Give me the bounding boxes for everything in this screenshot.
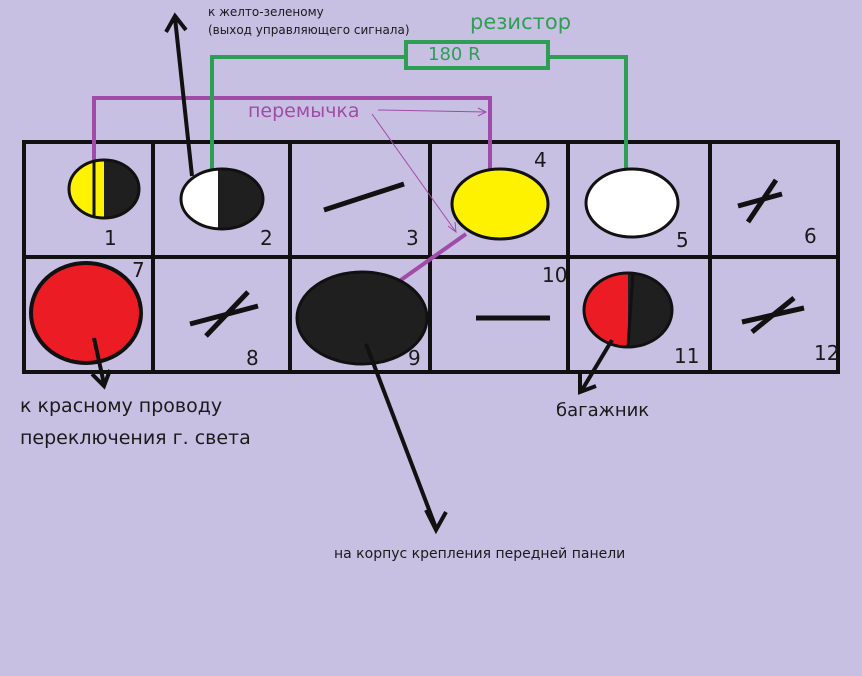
panel-mount-label: на корпус крепления передней панели	[334, 546, 625, 562]
pin-5-socket	[584, 167, 680, 239]
pin-7-socket	[29, 261, 143, 365]
jumper-wire	[92, 96, 492, 284]
yellow-green-label-line2: (выход управляющего сигнала)	[208, 23, 410, 37]
pin-8-number: 8	[246, 346, 259, 370]
jumper-label: перемычка	[248, 100, 360, 122]
trunk-label: багажник	[556, 400, 649, 421]
resistor-value: 180 R	[428, 44, 481, 65]
pin-4-number: 4	[534, 148, 547, 172]
red-wire-label-line2: переключения г. света	[20, 427, 251, 449]
resistor-wire	[210, 40, 628, 172]
pin-10-number: 10	[542, 263, 567, 287]
red-wire-label-line1: к красному проводу	[20, 395, 222, 417]
trunk-arrow	[578, 338, 614, 395]
red-wire-arrow	[90, 337, 112, 390]
pin-12-number: 12	[814, 341, 839, 365]
pin-7-number: 7	[132, 258, 145, 282]
pin-1-number: 1	[104, 226, 117, 250]
pin-6-number: 6	[804, 224, 817, 248]
pin-2-number: 2	[260, 226, 273, 250]
pin-12-unused-mark	[741, 296, 805, 334]
yellow-green-label-line1: к желто-зеленому	[208, 5, 324, 19]
pin-9-socket	[295, 270, 429, 366]
pin-3-number: 3	[406, 226, 419, 250]
pin-3-unused-mark	[323, 181, 405, 213]
pin-4-socket	[450, 167, 550, 241]
signal-output-arrow	[164, 12, 194, 177]
pin-11-socket	[582, 271, 674, 349]
ground-arrow	[364, 343, 448, 535]
pin-8-unused-mark	[189, 290, 259, 338]
pin-2-socket	[179, 167, 265, 231]
jumper-pointer-arrows	[371, 107, 488, 234]
pin-5-number: 5	[676, 228, 689, 252]
pin-9-number: 9	[408, 346, 421, 370]
pin-numbers: 1 2 3 4 5 6 7 8 9 10 11 12	[104, 148, 839, 370]
resistor-title: резистор	[470, 10, 571, 34]
pin-6-unused-mark	[737, 178, 783, 224]
pin-1-socket	[67, 158, 141, 220]
pin-11-number: 11	[674, 344, 699, 368]
